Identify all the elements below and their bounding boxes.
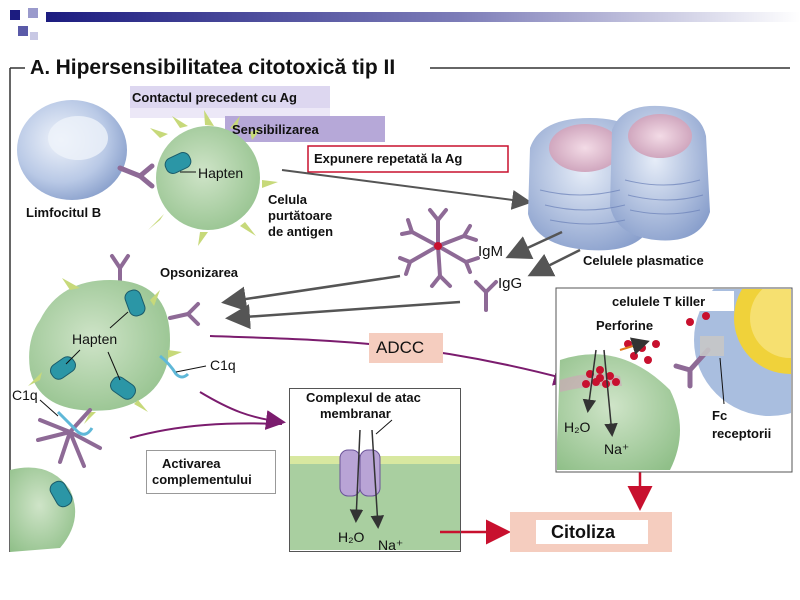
mac-panel — [289, 388, 461, 552]
label-adcc: ADCC — [376, 338, 425, 357]
label-complement-2: complementului — [152, 472, 252, 487]
label-plasma-cells: Celulele plasmatice — [583, 253, 704, 268]
label-lymphocyte: Limfocitul B — [26, 205, 102, 220]
title-prefix: A. — [30, 57, 50, 79]
label-perforin: Perforine — [596, 318, 654, 333]
mac-membrane — [290, 419, 460, 550]
label-igm: IgM — [478, 243, 504, 260]
label-mac-2: membranar — [320, 406, 391, 421]
label-c1q-right: C1q — [210, 357, 236, 373]
label-apc-1: Celula — [268, 192, 308, 207]
label-h2o-mid: H₂O — [338, 529, 365, 545]
label-h2o-right: H₂O — [564, 419, 591, 435]
label-hapten-top: Hapten — [198, 165, 244, 181]
label-apc-3: de antigen — [268, 224, 334, 239]
label-opsonization: Opsonizarea — [160, 265, 239, 280]
label-fc-1: Fc — [712, 408, 728, 423]
label-sensitization: Sensibilizarea — [232, 122, 319, 137]
apc-cell — [148, 110, 278, 246]
t-killer-label-box — [606, 291, 734, 311]
label-contact: Contactul precedent cu Ag — [132, 90, 297, 105]
igm-pentamer — [398, 208, 480, 288]
label-fc-2: receptorii — [712, 426, 772, 441]
label-mac-1: Complexul de atac — [306, 390, 421, 405]
adcc-box — [369, 333, 443, 363]
label-reexposure: Expunere repetată la Ag — [314, 151, 463, 166]
igg-antibody — [474, 280, 498, 312]
label-na-mid: Na⁺ — [378, 537, 404, 553]
label-igg: IgG — [498, 275, 523, 292]
label-apc-2: purtătoare — [268, 208, 333, 223]
label-complement-1: Activarea — [162, 456, 221, 471]
label-na-right: Na⁺ — [604, 441, 630, 457]
t-killer-scene — [557, 289, 791, 470]
plasma-cells — [528, 105, 710, 251]
label-t-killer: celulele T killer — [612, 294, 706, 309]
label-c1q-left: C1q — [12, 387, 38, 403]
header-decoration — [10, 8, 800, 40]
label-hapten-main: Hapten — [72, 331, 118, 347]
slide-title: A. Hipersensibilitatea citotoxică tip II — [30, 56, 395, 80]
title-text: Hipersensibilitatea citotoxică tip II — [55, 56, 396, 79]
target-cell-main — [28, 278, 182, 424]
complement-box — [146, 450, 276, 494]
label-cytolysis: Citoliza — [551, 522, 616, 542]
